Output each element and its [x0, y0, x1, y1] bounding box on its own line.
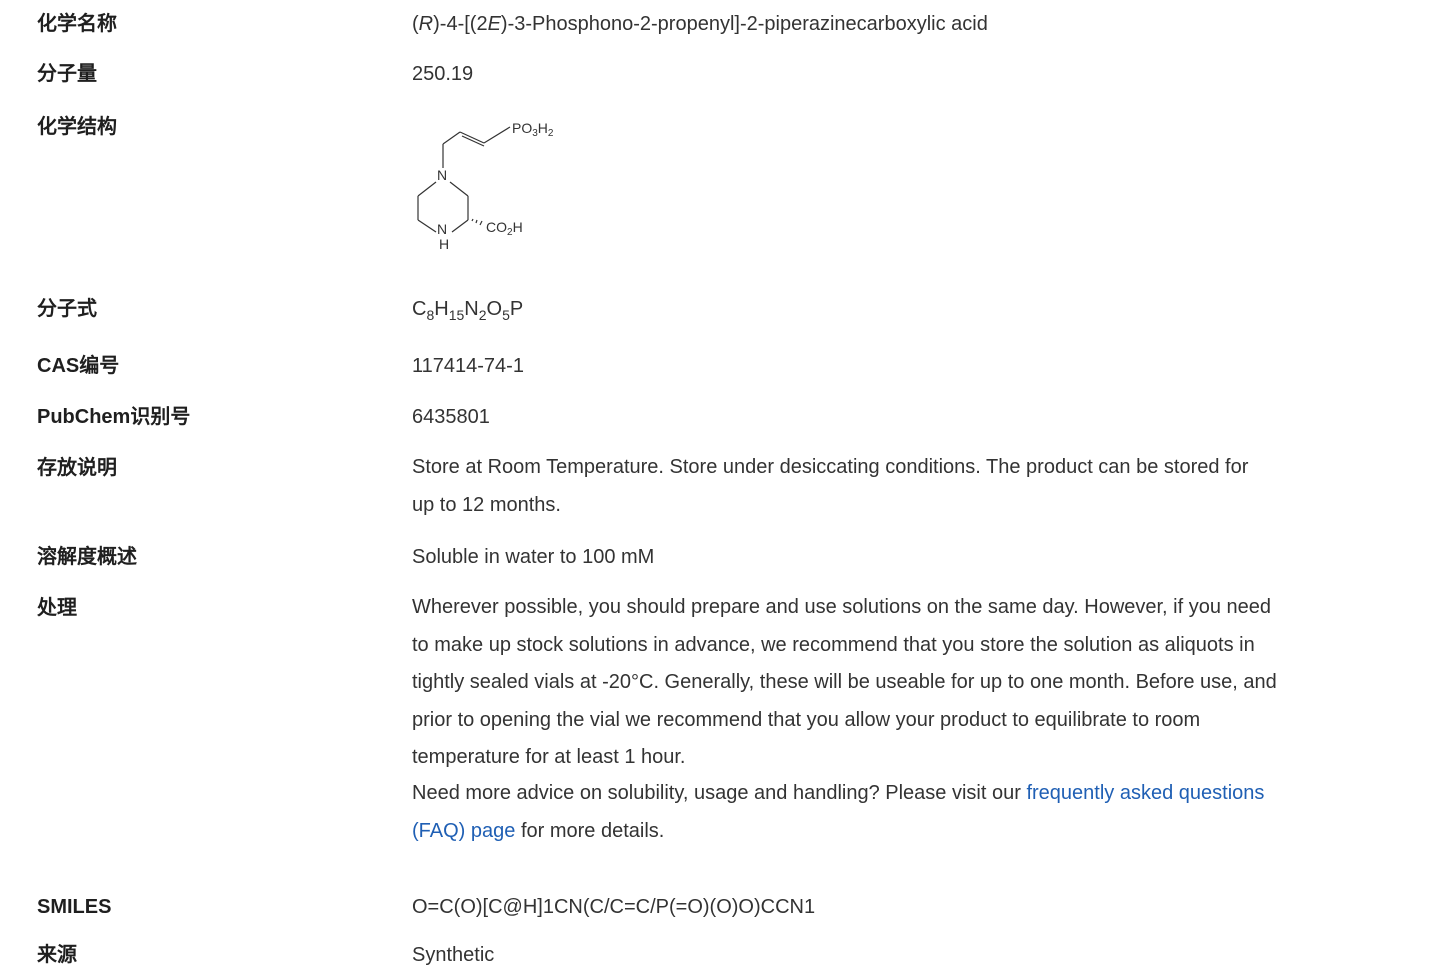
handling-line: Wherever possible, you should prepare an…	[412, 596, 1272, 618]
storage-line: up to 12 months.	[412, 493, 561, 516]
advice-line: (FAQ) page for more details.	[412, 813, 1442, 851]
advice-text: for more details.	[515, 819, 665, 842]
source-value: Synthetic	[412, 944, 495, 966]
label-chemical-structure: 化学结构	[37, 116, 117, 138]
faq-link-continued[interactable]: (FAQ) page	[412, 819, 516, 842]
label-smiles: SMILES	[37, 896, 112, 918]
structure-diagram: PO3H2 N N H CO2H	[417, 120, 554, 252]
advice-text: Need more advice on solubility, usage an…	[412, 782, 1027, 804]
label-cas-number: CAS编号	[37, 355, 120, 377]
handling-line: temperature for at least 1 hour.	[412, 746, 686, 768]
label-solubility: 溶解度概述	[37, 546, 137, 568]
label-chemical-name: 化学名称	[37, 13, 117, 35]
structure-n-bottom: N	[437, 221, 447, 237]
pubchem-id-value: 6435801	[412, 406, 490, 428]
chemical-name-part: (	[412, 13, 419, 35]
chemical-name-part: )-4-[(2	[433, 13, 488, 35]
handling-line: to make up stock solutions in advance, w…	[412, 633, 1255, 656]
structure-po3h2: PO3H2	[512, 120, 554, 139]
storage-line: Store at Room Temperature. Store under d…	[412, 456, 1249, 478]
chemical-structure-image: PO3H2 N N H CO2H	[412, 108, 592, 258]
chemical-name-stereo-e: E	[487, 13, 501, 35]
label-source: 来源	[37, 944, 77, 966]
molecular-formula-value: C8H15N2O5P	[412, 298, 524, 323]
label-storage: 存放说明	[37, 457, 117, 479]
solubility-value: Soluble in water to 100 mM	[412, 546, 655, 568]
handling-line: tightly sealed vials at -20°C. Generally…	[412, 671, 1277, 693]
handling-value: Wherever possible, you should prepare an…	[412, 589, 1442, 777]
label-molecular-weight: 分子量	[37, 63, 97, 85]
structure-h-bottom: H	[439, 236, 449, 252]
handling-advice: Need more advice on solubility, usage an…	[412, 775, 1442, 850]
chemical-name-part: )-3-Phosphono-2-propenyl]-2-piperazineca…	[500, 13, 988, 35]
structure-n-top: N	[437, 167, 447, 183]
label-molecular-formula: 分子式	[37, 298, 97, 320]
faq-link[interactable]: frequently asked questions	[1026, 782, 1265, 804]
label-pubchem-id: PubChem识别号	[37, 406, 191, 428]
advice-line: Need more advice on solubility, usage an…	[412, 775, 1442, 813]
handling-line: prior to opening the vial we recommend t…	[412, 708, 1201, 731]
smiles-value: O=C(O)[C@H]1CN(C/C=C/P(=O)(O)O)CCN1	[412, 896, 816, 918]
chemical-name-stereo-r: R	[418, 13, 434, 35]
chemical-name-value: (R)-4-[(2E)-3-Phosphono-2-propenyl]-2-pi…	[412, 12, 988, 36]
label-handling: 处理	[37, 597, 77, 619]
structure-co2h: CO2H	[486, 219, 523, 238]
storage-value: Store at Room Temperature. Store under d…	[412, 449, 1442, 524]
cas-number-value: 117414-74-1	[412, 355, 524, 377]
molecular-weight-value: 250.19	[412, 63, 474, 85]
